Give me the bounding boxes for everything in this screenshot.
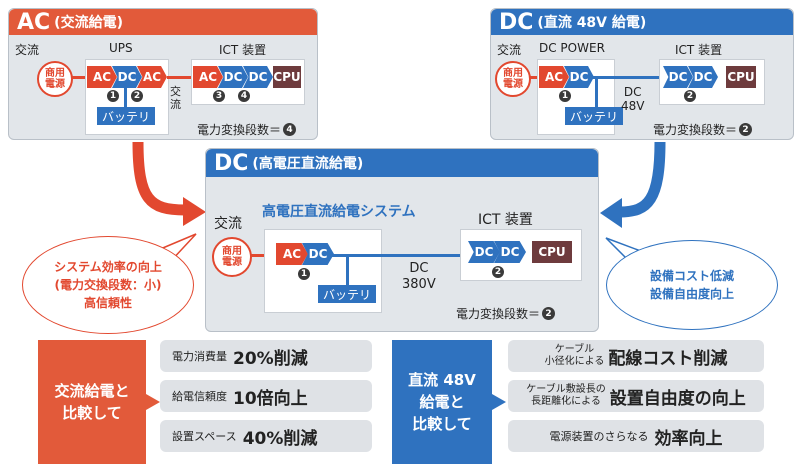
- ac-arrow-head: [183, 197, 206, 226]
- ac-step-1: 1: [107, 90, 119, 102]
- result-dc-wiring: ケーブル 小径化による配線コスト削減: [508, 340, 764, 372]
- hvdc-battery-link: [346, 254, 349, 286]
- hvdc-commercial-power: 商用電源: [212, 237, 252, 277]
- hvdc-battery: バッテリ: [318, 285, 376, 303]
- ups-ac-out-chip: AC: [137, 66, 167, 88]
- dc48-input-line: [529, 76, 539, 79]
- dc48-arrow-head: [600, 198, 622, 228]
- ac-cpu-chip: CPU: [273, 66, 301, 88]
- ac-mid-label: 交流: [170, 85, 181, 111]
- ac-commercial-power: 商用電源: [37, 61, 73, 97]
- hvdc-ict-dc-chip-2: DC: [494, 241, 526, 263]
- hvdc-label-alternating: 交流: [214, 216, 242, 232]
- hvdc-title-sub: (高電圧直流給電): [252, 156, 364, 172]
- hvdc-conversion-steps: 電力変換段数＝2: [456, 305, 556, 322]
- dc48-title-sub: (直流 48V 給電): [537, 15, 647, 31]
- hvdc-dc-chip: DC: [302, 243, 334, 265]
- ups-dc-chip: DC: [112, 66, 142, 88]
- bubble-left-line-1: システム効率の向上: [54, 260, 162, 274]
- ict-dc-chip-2: DC: [243, 66, 273, 88]
- bubble-right-line-2: 設備自由度向上: [649, 287, 734, 301]
- dc48-ac-chip: AC: [539, 66, 569, 88]
- dc48-dc-chip: DC: [564, 66, 594, 88]
- ups-ac-chip: AC: [87, 66, 117, 88]
- ict-ac-chip: AC: [193, 66, 223, 88]
- ac-title-sub: (交流給電): [54, 15, 123, 31]
- compare-ac-line-1: 交流給電と: [54, 382, 130, 400]
- dc48-conversion-steps: 電力変換段数＝2: [653, 121, 753, 138]
- ac-battery: バッテリ: [97, 107, 155, 125]
- compare-ac-line-2: 比較して: [62, 404, 122, 422]
- benefit-bubble-left: システム効率の向上 (電力交換段数：小) 高信頼性: [22, 236, 194, 334]
- ac-to-hvdc-arrow: [132, 141, 186, 216]
- hvdc-cpu-chip: CPU: [532, 241, 572, 263]
- compare-dc-box: 直流 48V 給電と 比較して: [392, 340, 492, 464]
- dc48-to-hvdc-arrow: [619, 141, 666, 218]
- ict-dc-chip-1: DC: [218, 66, 248, 88]
- bubble-left-line-2: (電力交換段数：小): [54, 278, 162, 292]
- dc48-mid-line: [591, 76, 661, 79]
- ac-panel: AC (交流給電) 交流 UPS ICT 装置 商用電源 AC DC AC 1 …: [8, 8, 318, 140]
- ac-title-big: AC: [17, 9, 51, 35]
- dc48-battery: バッテリ: [565, 107, 623, 125]
- hvdc-step-1: 1: [298, 268, 310, 280]
- hvdc-input-line: [250, 254, 266, 257]
- ac-input-line: [71, 76, 87, 79]
- hvdc-mid-line: [332, 254, 462, 257]
- compare-dc-pointer: [492, 394, 506, 410]
- dc48-title-big: DC: [499, 9, 534, 35]
- hvdc-ict-dc-chip-1: DC: [468, 241, 500, 263]
- compare-ac-pointer: [146, 394, 160, 410]
- ac-label-ict: ICT 装置: [219, 43, 267, 57]
- hvdc-step-2: 2: [492, 266, 504, 278]
- compare-dc-line-2: 給電と: [419, 393, 465, 411]
- ac-step-3: 3: [213, 90, 225, 102]
- hvdc-mid-label: DC 380V: [402, 261, 436, 292]
- ac-conversion-steps: 電力変換段数＝4: [197, 121, 297, 138]
- ac-label-ups: UPS: [109, 41, 133, 55]
- dc48-commercial-power: 商用電源: [495, 61, 531, 97]
- bubble-left-line-3: 高信頼性: [83, 296, 132, 310]
- compare-ac-box: 交流給電と 比較して: [38, 340, 146, 464]
- dc48-panel: DC (直流 48V 給電) 交流 DC POWER ICT 装置 商用電源 A…: [490, 8, 794, 140]
- hvdc-title-big: DC: [214, 150, 249, 176]
- ac-mid-line: [167, 76, 193, 79]
- hvdc-system-title: 高電圧直流給電システム: [262, 204, 416, 220]
- hvdc-panel-title: DC (高電圧直流給電): [206, 149, 598, 177]
- hvdc-panel: DC (高電圧直流給電) 高電圧直流給電システム 交流 ICT 装置 商用電源 …: [205, 148, 599, 332]
- dc48-ict-dc-chip-2: DC: [688, 66, 718, 88]
- compare-dc-line-3: 比較して: [412, 415, 472, 433]
- dc48-panel-title: DC (直流 48V 給電): [491, 9, 793, 35]
- hvdc-ac-chip: AC: [276, 243, 308, 265]
- dc48-mid-label: DC 48V: [621, 85, 645, 113]
- ac-step-2: 2: [131, 90, 143, 102]
- ac-panel-title: AC (交流給電): [9, 9, 317, 35]
- dc48-label-power: DC POWER: [539, 41, 605, 55]
- dc48-step-2: 2: [684, 90, 696, 102]
- result-dc-freedom: ケーブル敷設長の 長距離化による設置自由度の向上: [508, 380, 764, 412]
- ac-step-4: 4: [238, 90, 250, 102]
- dc48-label-alternating: 交流: [497, 43, 522, 57]
- dc48-label-ict: ICT 装置: [675, 43, 723, 57]
- dc48-cpu-chip: CPU: [726, 66, 756, 88]
- dc48-battery-link: [595, 76, 598, 108]
- dc48-ict-dc-chip-1: DC: [663, 66, 693, 88]
- ac-battery-link: [124, 88, 127, 108]
- compare-dc-line-1: 直流 48V: [408, 371, 476, 389]
- ac-label-alternating: 交流: [15, 43, 40, 57]
- hvdc-label-ict: ICT 装置: [478, 212, 533, 228]
- benefit-bubble-right: 設備コスト低減 設備自由度向上: [606, 240, 778, 330]
- bubble-right-line-1: 設備コスト低減: [649, 269, 734, 283]
- dc48-step-1: 1: [559, 90, 571, 102]
- result-dc-efficiency: 電源装置のさらなる効率向上: [508, 420, 764, 452]
